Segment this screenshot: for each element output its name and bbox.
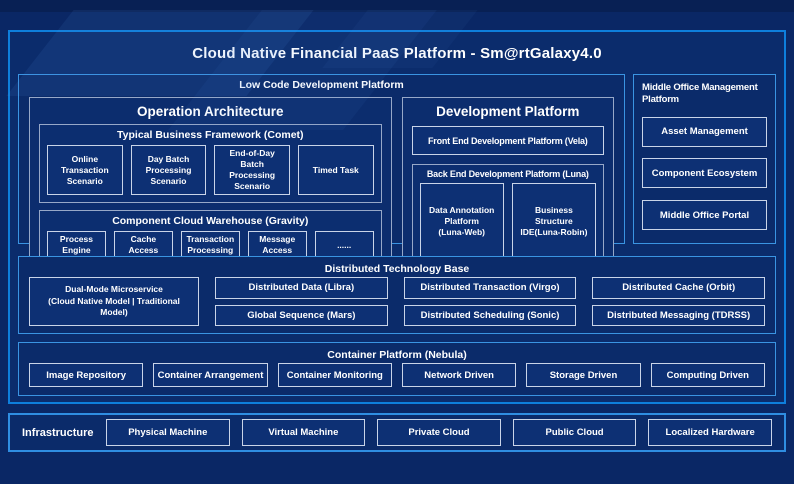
middle-office-platform-label: Middle Office Management Platform [642, 82, 758, 106]
component-cloud-warehouse-label: Component Cloud Warehouse (Gravity) [112, 215, 309, 228]
component-cloud-warehouse-items: Process Engine Cache Access Transaction … [47, 231, 374, 260]
typical-business-framework-items: Online Transaction Scenario Day Batch Pr… [47, 145, 374, 196]
front-end-development-platform-box: Front End Development Platform (Vela) [411, 126, 604, 155]
back-end-development-platform-group: Back End Development Platform (Luna) Dat… [411, 164, 604, 268]
infrastructure-item-box: Public Cloud [512, 419, 637, 446]
top-shade-strip [0, 0, 794, 12]
low-code-platform-label: Low Code Development Platform [239, 79, 404, 91]
warehouse-item-box: Process Engine [47, 231, 106, 260]
low-code-development-platform-section: Low Code Development Platform Operation … [18, 74, 625, 277]
operation-architecture-panel: Operation Architecture Typical Business … [29, 97, 392, 277]
container-platform-item-box: Computing Driven [650, 363, 765, 387]
distributed-body: Dual-Mode Microservice (Cloud Native Mod… [29, 277, 765, 326]
middle-office-item-box: Middle Office Portal [642, 200, 767, 231]
warehouse-item-box: Cache Access [113, 231, 173, 260]
infrastructure-item-box: Physical Machine [106, 419, 230, 446]
middle-office-item-box: Component Ecosystem [642, 158, 767, 189]
framework-item-box: End-of-Day Batch Processing Scenario [214, 145, 290, 196]
container-platform-label: Container Platform (Nebula) [327, 349, 467, 361]
dual-mode-microservice-box: Dual-Mode Microservice (Cloud Native Mod… [29, 277, 199, 326]
distributed-item-box: Distributed Scheduling (Sonic) [403, 304, 577, 326]
distributed-item-box: Distributed Transaction (Virgo) [403, 277, 577, 299]
framework-item-box: Day Batch Processing Scenario [130, 145, 207, 196]
development-platform-title: Development Platform [436, 104, 580, 119]
middle-office-management-platform-section: Middle Office Management Platform Asset … [633, 74, 776, 244]
infrastructure-item-box: Private Cloud [377, 419, 501, 446]
back-end-item-box: Data Annotation Platform (Luna-Web) [419, 183, 504, 260]
low-code-body: Operation Architecture Typical Business … [19, 93, 624, 286]
distributed-technology-base-section: Distributed Technology Base Dual-Mode Mi… [18, 256, 776, 334]
page-title: Cloud Native Financial PaaS Platform - S… [192, 44, 602, 62]
warehouse-item-box: Transaction Processing [180, 231, 240, 260]
container-platform-section: Container Platform (Nebula) Image Reposi… [18, 342, 776, 396]
infrastructure-items: Physical Machine Virtual Machine Private… [106, 419, 772, 446]
distributed-item-box: Global Sequence (Mars) [215, 304, 388, 326]
distributed-item-box: Distributed Cache (Orbit) [592, 277, 765, 299]
container-platform-item-box: Container Monitoring [277, 363, 392, 387]
container-platform-items: Image Repository Container Arrangement C… [29, 363, 765, 387]
container-platform-item-box: Storage Driven [526, 363, 641, 387]
distributed-technology-base-label: Distributed Technology Base [324, 263, 470, 275]
back-end-development-platform-label: Back End Development Platform (Luna) [426, 169, 589, 179]
framework-item-box: Online Transaction Scenario [47, 145, 123, 196]
typical-business-framework-label: Typical Business Framework (Comet) [117, 129, 304, 141]
framework-item-box: Timed Task [297, 145, 374, 196]
back-end-item-box: Business Structure IDE(Luna-Robin) [511, 183, 596, 260]
infrastructure-item-box: Localized Hardware [648, 419, 772, 446]
container-platform-item-box: Image Repository [29, 363, 144, 387]
infrastructure-item-box: Virtual Machine [241, 419, 366, 446]
distributed-item-box: Distributed Data (Libra) [215, 277, 388, 299]
warehouse-item-box: ...... [314, 231, 374, 260]
warehouse-item-box: Message Access [247, 231, 307, 260]
distributed-grid: Distributed Data (Libra) Distributed Tra… [215, 277, 765, 326]
top-row: Low Code Development Platform Operation … [18, 74, 776, 277]
typical-business-framework-group: Typical Business Framework (Comet) Onlin… [39, 124, 382, 204]
middle-office-items: Asset Management Component Ecosystem Mid… [642, 107, 767, 236]
platform-diagram-frame: Cloud Native Financial PaaS Platform - S… [8, 30, 786, 404]
development-platform-panel: Development Platform Front End Developme… [401, 97, 614, 277]
operation-architecture-title: Operation Architecture [137, 104, 284, 119]
infrastructure-section: Infrastructure Physical Machine Virtual … [8, 413, 786, 452]
distributed-item-box: Distributed Messaging (TDRSS) [592, 304, 765, 326]
middle-office-item-box: Asset Management [642, 116, 767, 147]
container-platform-item-box: Container Arrangement [153, 363, 268, 387]
back-end-items: Data Annotation Platform (Luna-Web) Busi… [419, 183, 596, 260]
container-platform-item-box: Network Driven [401, 363, 517, 387]
infrastructure-label: Infrastructure [22, 426, 94, 439]
